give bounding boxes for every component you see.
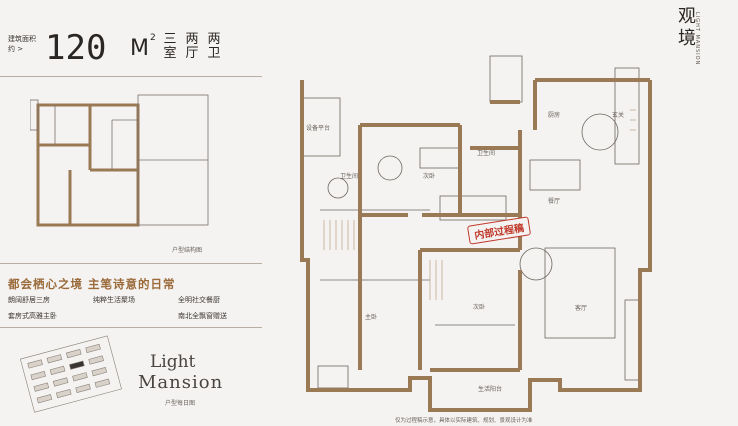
brand-title: 观境	[678, 6, 696, 49]
divider-mid	[0, 263, 262, 264]
layout-halls: 两厅	[185, 32, 199, 61]
room-master: 主卧	[365, 314, 378, 321]
room-entrance: 玄关	[612, 112, 625, 119]
logo-line2: Mansion	[138, 372, 224, 393]
room-equipment-platform: 设备平台	[306, 125, 331, 132]
room-third-bedroom: 次卧	[473, 304, 486, 311]
room-second-bedroom: 次卧	[423, 173, 436, 180]
site-plan-thumbnail	[19, 335, 122, 413]
tagline: 都会栖心之境 主笔诗意的日常	[8, 277, 176, 291]
feature-item: 纯粹生活聚场	[93, 296, 135, 304]
area-unit: M	[130, 36, 149, 61]
logo-line1: Light	[150, 352, 196, 372]
feature-item: 朗阔舒居三房	[8, 296, 50, 304]
feature-item: 套房式高雅主卧	[8, 312, 57, 320]
room-bath-1: 卫生间	[340, 173, 359, 180]
feature-item: 南北全飘窗赠送	[178, 312, 227, 320]
main-floorplan	[300, 55, 652, 412]
area-label: 建筑面积约 >	[8, 35, 36, 53]
room-kitchen: 厨房	[548, 112, 561, 119]
room-living: 客厅	[575, 305, 588, 312]
layout-rooms: 三室	[163, 32, 177, 61]
brand-vertical-en: LIGHT MANSION	[694, 12, 700, 66]
footnote: 仅为过程稿示意，具体以实际建筑、规划、景观设计为准	[395, 418, 533, 424]
small-plan-caption: 户型结构图	[172, 247, 203, 254]
room-balcony: 生活阳台	[478, 386, 503, 393]
small-floorplan	[30, 94, 209, 227]
logo-sub: 户型每日图	[165, 400, 196, 407]
feature-item: 全明社交餐厨	[178, 296, 220, 304]
room-bath-2: 卫生间	[477, 150, 496, 157]
brand-block: 观境 LIGHT MANSION	[678, 4, 718, 74]
divider-bottom	[0, 327, 262, 328]
divider-top	[0, 76, 262, 77]
area-unit-sup: 2	[150, 33, 156, 43]
room-dining: 餐厅	[548, 198, 561, 205]
area-number: 120	[45, 28, 107, 68]
layout-baths: 两卫	[207, 32, 221, 61]
